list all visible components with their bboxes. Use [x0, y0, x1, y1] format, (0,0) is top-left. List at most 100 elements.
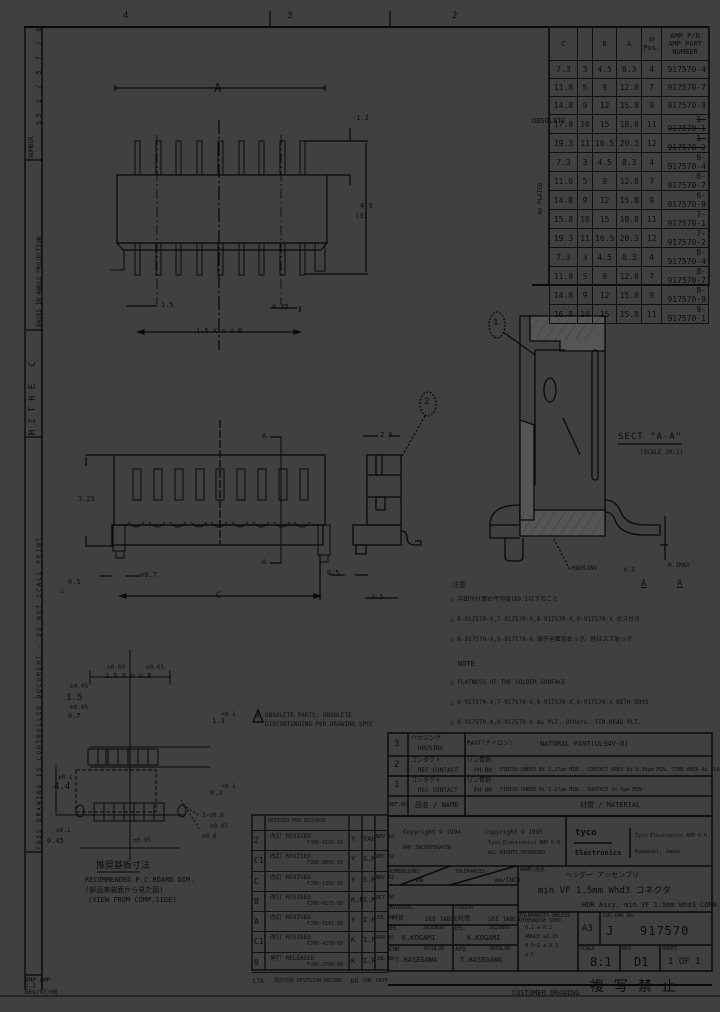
copyright-2-sub: Tyco Electronics AMP K.K.	[488, 840, 564, 846]
note-triangle-front: △	[60, 586, 65, 594]
cell-b: 4.5	[591, 247, 618, 267]
cell-n: 3	[577, 247, 593, 267]
mat-name: REC CONTACT	[418, 787, 458, 794]
cell-b: 16.5	[591, 133, 618, 153]
dim-a-label: A	[214, 81, 222, 95]
cell-pn: 917570-4	[661, 60, 709, 79]
pcb-title-jp: 推奨基板寸法	[96, 861, 151, 871]
finish-jp: 処理	[458, 915, 471, 922]
rev-desc: 改訂 REVISED	[270, 873, 311, 881]
rev-desc: 改訂 REVISED	[270, 934, 311, 942]
note-item: △ FLATNESS OF THE SOLDER SURFACE	[450, 679, 566, 686]
rev-ltr: 0	[254, 957, 259, 967]
mat-name: REC CONTACT	[418, 767, 458, 774]
pcb-tol-pitch: ±0.05	[70, 683, 89, 690]
rev-dr: Y	[351, 855, 356, 864]
cell-pn: 7-917570-1	[661, 209, 709, 229]
cell-pos: 7	[641, 266, 663, 286]
cell-a: 8.3	[616, 247, 643, 267]
apd-name: T.HASEGAWA	[460, 956, 503, 964]
rev-desc: 改訂 REVISED	[270, 893, 311, 901]
balloon-2: 2	[424, 397, 430, 407]
cell-c: 7.3	[549, 60, 578, 79]
rev-dr: Y	[351, 875, 356, 884]
cell-pos: 11	[641, 114, 663, 134]
section-title: SECT "A-A"	[618, 432, 683, 442]
mat-header-material: 材質 / MATERIAL	[580, 801, 641, 809]
cell-c: 14.8	[549, 96, 578, 115]
cell-n: 5	[577, 266, 593, 286]
rev-chk: YAH	[363, 835, 376, 843]
rev-date: APR 99	[376, 935, 395, 942]
tolerance-lines: 0.1 ± 0.2 ANGLE ±0.25 0.5~1 ± 0.3 ± 5	[525, 925, 559, 958]
cell-n: 5	[577, 78, 593, 97]
cell-a: 15.8	[616, 96, 643, 115]
title-en-1: min VF 1.5mm Whd3 コネクタ	[538, 886, 672, 896]
mat-name-jp: ハウジング	[411, 735, 442, 742]
rev-dr: K	[351, 956, 356, 965]
cell-pn: 6-917570-9	[661, 190, 709, 210]
rev-date: NOV 02	[376, 874, 395, 881]
tol-value: mm/INCH	[495, 877, 521, 884]
col-pn: AMP P/N AMP PART NUMBER	[661, 27, 709, 61]
note-jp-item: △ 8-917570-X,9-917570-X 端子全面金めっき。他はスズめっき	[450, 636, 633, 643]
rev-chk: I.F	[363, 916, 376, 925]
cell-pos: 7	[641, 78, 663, 97]
dim-side-bottom: 3.5	[371, 593, 384, 601]
cell-c: 19.3	[549, 228, 578, 248]
col-pos: ⑩ Pos.	[641, 27, 663, 61]
rev-chk: S.M	[363, 895, 376, 904]
notes-list: △ FLATNESS OF THE SOLDER SURFACE △ 6-917…	[450, 680, 649, 740]
revision-top-row: REVISED PER ECO/ECN	[252, 815, 388, 831]
mat-finish: FINISH UNDER Ni 1.27μm MIN., CONTACT ARE…	[500, 767, 720, 773]
pcb-tol-hole-top: +0.1	[221, 711, 236, 718]
pcb-subtitle: (部品実装面から見た図)	[85, 886, 164, 894]
col-n	[577, 27, 593, 61]
cell-b: 16.5	[591, 228, 618, 248]
cell-n: 9	[577, 96, 593, 115]
pcb-dim-hole: ⌀0.8	[202, 833, 217, 840]
rev-date: NOV 16	[376, 834, 395, 840]
dim-front-height: 3.25	[78, 495, 95, 503]
copyright-1: Copyright © 1994	[403, 829, 461, 836]
cell-a: 12.8	[616, 171, 643, 191]
cell-pos: 4	[641, 60, 663, 79]
mat-header-name: 品名 / NAME	[415, 801, 459, 809]
cell-pos: 11	[641, 304, 663, 324]
notes-jp-heading: 注意	[452, 581, 466, 589]
cell-pos: 9	[641, 96, 663, 115]
ds-date: 30JUN98	[489, 925, 511, 931]
rev-dr: Y	[351, 916, 356, 925]
section-mark-bottom: A	[262, 558, 267, 566]
cell-pn: 1-917570-2	[661, 133, 709, 153]
cell-a: 12.8	[616, 78, 643, 97]
cell-c: 16.8	[549, 304, 578, 324]
cell-b: 15	[591, 209, 618, 229]
pcb-tol-left: ±0.05	[107, 664, 126, 671]
dr-date: 30JUN98	[423, 925, 445, 931]
apd-label: APD	[455, 946, 466, 953]
cell-b: 12	[591, 96, 618, 115]
cell-pn: 7-917570-2	[661, 228, 709, 248]
rev-chk: S.M	[363, 855, 376, 864]
cell-n: 10	[577, 304, 593, 324]
number-value: S3 1 / 5 7 / 0	[35, 23, 43, 125]
cell-c: 11.8	[549, 78, 578, 97]
note-item: △ 8-917570-X,9-917570-X Au PLT. Others: …	[450, 719, 642, 726]
rev-dr: K.R	[351, 895, 364, 904]
mat-item-num: 3	[394, 739, 400, 749]
dim-right-label: 0.5	[327, 569, 340, 577]
cell-n: 3	[577, 152, 593, 172]
mat-name-jp: コンタクト	[411, 777, 442, 784]
cell-n: 9	[577, 190, 593, 210]
mat-item-num: 1	[394, 780, 400, 790]
company-strip: MITRE C	[28, 355, 38, 435]
dim-section-max: 0.1MAX	[668, 562, 690, 569]
